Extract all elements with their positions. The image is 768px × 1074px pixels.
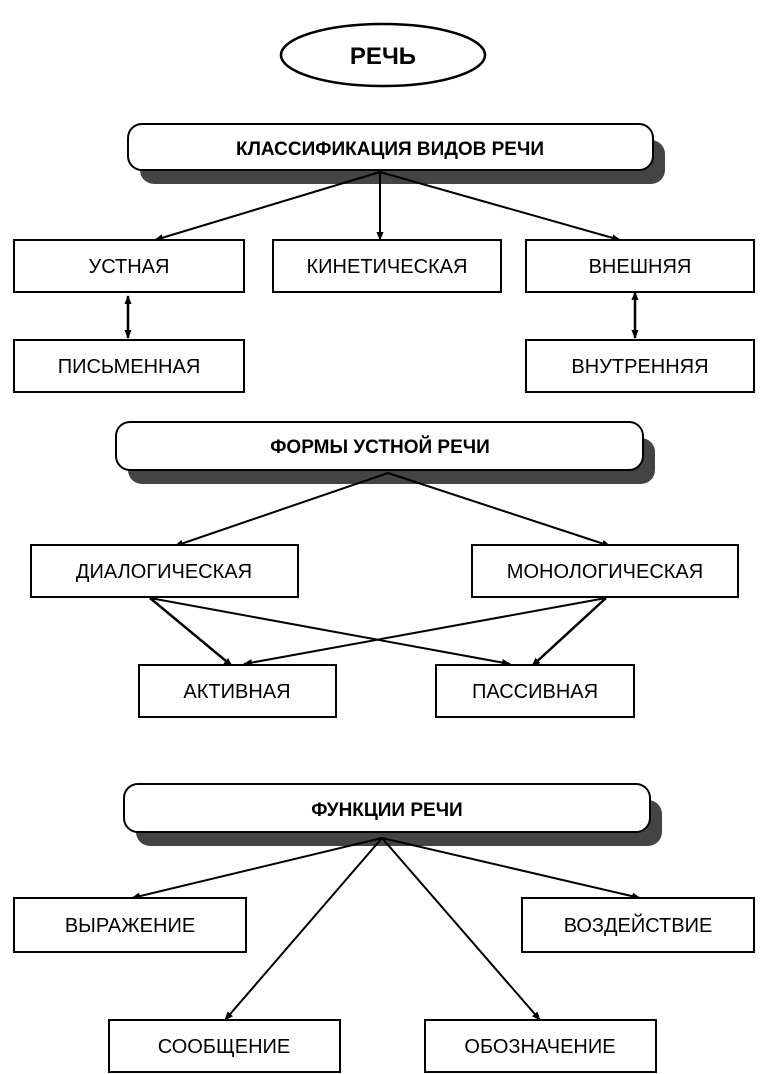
node-message-text: СООБЩЕНИЕ: [158, 1036, 291, 1058]
functions-header: ФУНКЦИИ РЕЧИ: [123, 783, 662, 846]
connector-to-external: [379, 171, 621, 242]
node-active: АКТИВНАЯ: [138, 664, 337, 718]
node-expression: ВЫРАЖЕНИЕ: [13, 897, 247, 953]
node-external-text: ВНЕШНЯЯ: [589, 256, 692, 278]
oral-forms-connectors: [149, 472, 611, 667]
classification-header: КЛАССИФИКАЦИЯ ВИДОВ РЕЧИ: [127, 123, 665, 184]
node-designation: ОБОЗНАЧЕНИЕ: [424, 1019, 657, 1073]
functions-connectors: [131, 837, 641, 1021]
node-passive: ПАССИВНАЯ: [435, 664, 635, 718]
connector-to-designation: [381, 837, 541, 1021]
node-internal: ВНУТРЕННЯЯ: [525, 339, 755, 393]
node-written: ПИСЬМЕННАЯ: [13, 339, 245, 393]
oral-forms-header: ФОРМЫ УСТНОЙ РЕЧИ: [115, 421, 655, 484]
connector-to-message: [224, 837, 383, 1021]
node-dialogic-text: ДИАЛОГИЧЕСКАЯ: [76, 561, 252, 583]
node-dialogic: ДИАЛОГИЧЕСКАЯ: [30, 544, 299, 598]
classification-connectors: [124, 171, 639, 339]
node-internal-text: ВНУТРЕННЯЯ: [571, 356, 708, 378]
node-kinetic: КИНЕТИЧЕСКАЯ: [272, 239, 502, 293]
connector-dialogic-passive: [149, 597, 511, 667]
node-message: СООБЩЕНИЕ: [108, 1019, 341, 1073]
connector-to-influence: [381, 837, 641, 900]
node-oral-text: УСТНАЯ: [89, 256, 170, 278]
node-passive-text: ПАССИВНАЯ: [472, 681, 598, 703]
classification-header-text: КЛАССИФИКАЦИЯ ВИДОВ РЕЧИ: [236, 139, 544, 160]
title-text: РЕЧЬ: [350, 43, 416, 70]
node-kinetic-text: КИНЕТИЧЕСКАЯ: [307, 256, 468, 278]
oral-forms-header-text: ФОРМЫ УСТНОЙ РЕЧИ: [270, 436, 490, 458]
connector-dialogic-active: [149, 597, 233, 667]
node-monologic-text: МОНОЛОГИЧЕСКАЯ: [507, 561, 703, 583]
node-active-text: АКТИВНАЯ: [183, 681, 290, 703]
node-oral: УСТНАЯ: [13, 239, 245, 293]
node-influence-text: ВОЗДЕЙСТВИЕ: [564, 913, 713, 937]
functions-header-text: ФУНКЦИИ РЕЧИ: [311, 800, 462, 821]
title-node: РЕЧЬ: [279, 22, 487, 88]
node-external: ВНЕШНЯЯ: [525, 239, 755, 293]
node-written-text: ПИСЬМЕННАЯ: [58, 356, 201, 378]
connector-to-oral: [154, 171, 381, 242]
connector-monologic-passive: [531, 597, 607, 667]
connector-monologic-active: [243, 597, 607, 667]
node-designation-text: ОБОЗНАЧЕНИЕ: [464, 1036, 615, 1058]
node-monologic: МОНОЛОГИЧЕСКАЯ: [471, 544, 739, 598]
node-influence: ВОЗДЕЙСТВИЕ: [521, 897, 755, 953]
connector-to-expression: [131, 837, 383, 900]
connector-to-dialogic: [174, 472, 389, 547]
node-expression-text: ВЫРАЖЕНИЕ: [65, 915, 195, 937]
connector-to-monologic: [387, 472, 611, 547]
